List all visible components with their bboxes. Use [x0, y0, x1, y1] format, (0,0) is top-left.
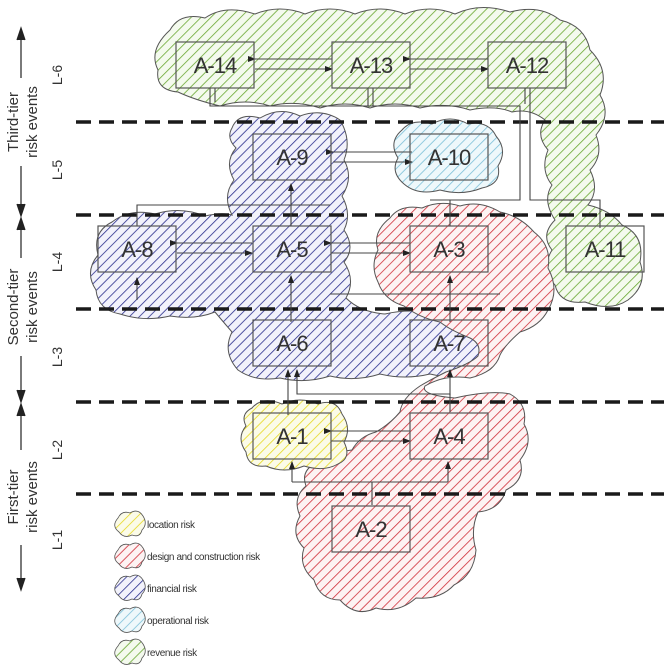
node-a2-label: A-2 [355, 517, 387, 542]
design-construction-risk-swatch-icon [114, 542, 146, 569]
legend-label-operational: operational risk [147, 616, 210, 627]
tier-second-arrow [16, 216, 26, 404]
legend-item-operational: operational risk [114, 606, 210, 633]
tier-axis: Third-tier risk events Second-tier risk … [5, 26, 65, 592]
revenue-risk-swatch-icon [114, 638, 146, 665]
node-a13-label: A-13 [350, 53, 393, 78]
node-a3-label: A-3 [433, 237, 465, 262]
legend-item-design-construction: design and construction risk [114, 542, 262, 569]
legend-item-location: location risk [114, 510, 196, 537]
legend-label-design-construction: design and construction risk [147, 552, 261, 563]
node-a5-label: A-5 [276, 237, 308, 262]
legend-label-revenue: revenue risk [147, 648, 198, 659]
level-label-l2: L-2 [49, 440, 65, 460]
connectors [134, 56, 601, 505]
financial-risk-cloud [90, 111, 500, 382]
node-a13[interactable]: A-13 [331, 41, 411, 89]
node-a10-label: A-10 [428, 145, 471, 170]
design-construction-risk-cloud [295, 202, 555, 613]
node-a7-label: A-7 [433, 331, 465, 356]
legend-item-financial: financial risk [114, 574, 198, 601]
location-risk-swatch-icon [114, 510, 146, 537]
legend: location risk design and construction ri… [114, 510, 262, 665]
node-a11[interactable]: A-11 [565, 225, 645, 273]
level-label-l6: L-6 [49, 65, 65, 85]
node-a9-label: A-9 [276, 145, 308, 170]
tier-third-arrow [16, 26, 26, 218]
legend-label-financial: financial risk [147, 584, 198, 595]
node-a6[interactable]: A-6 [252, 319, 332, 367]
tier-third-label-line1: Third-tier [5, 92, 22, 152]
tier-first-label-line1: First-tier [5, 470, 22, 525]
node-a7[interactable]: A-7 [409, 319, 489, 367]
node-a14[interactable]: A-14 [175, 41, 255, 89]
operational-risk-cloud [393, 118, 503, 194]
level-separators [76, 120, 664, 496]
level-label-l3: L-3 [49, 347, 65, 367]
operational-risk-swatch-icon [114, 606, 146, 633]
node-a2[interactable]: A-2 [331, 505, 411, 553]
level-label-l5: L-5 [49, 160, 65, 180]
node-a6-label: A-6 [276, 331, 308, 356]
tier-first-label-line2: risk events [24, 461, 41, 533]
node-a12[interactable]: A-12 [487, 41, 567, 89]
node-a11-label: A-11 [585, 237, 627, 262]
level-label-l1: L-1 [49, 530, 65, 550]
level-label-l4: L-4 [49, 252, 65, 272]
tier-second-label-line1: Second-tier [5, 269, 22, 346]
node-a8-label: A-8 [121, 237, 153, 262]
legend-label-location: location risk [147, 520, 196, 531]
node-a1[interactable]: A-1 [252, 412, 332, 460]
node-a12-label: A-12 [506, 53, 549, 78]
node-a9[interactable]: A-9 [252, 133, 332, 181]
tier-second-label-line2: risk events [24, 271, 41, 343]
node-a4[interactable]: A-4 [409, 412, 489, 460]
node-a4-label: A-4 [433, 424, 465, 449]
tier-first-arrow [16, 402, 26, 592]
legend-item-revenue: revenue risk [114, 638, 198, 665]
node-a1-label: A-1 [276, 424, 308, 449]
node-a3[interactable]: A-3 [409, 225, 489, 273]
node-a10[interactable]: A-10 [409, 133, 489, 181]
node-a5[interactable]: A-5 [252, 225, 332, 273]
node-a14-label: A-14 [194, 53, 237, 78]
tier-third-label-line2: risk events [24, 86, 41, 158]
node-a8[interactable]: A-8 [97, 225, 177, 273]
revenue-risk-cloud [154, 7, 643, 307]
financial-risk-swatch-icon [114, 574, 146, 601]
